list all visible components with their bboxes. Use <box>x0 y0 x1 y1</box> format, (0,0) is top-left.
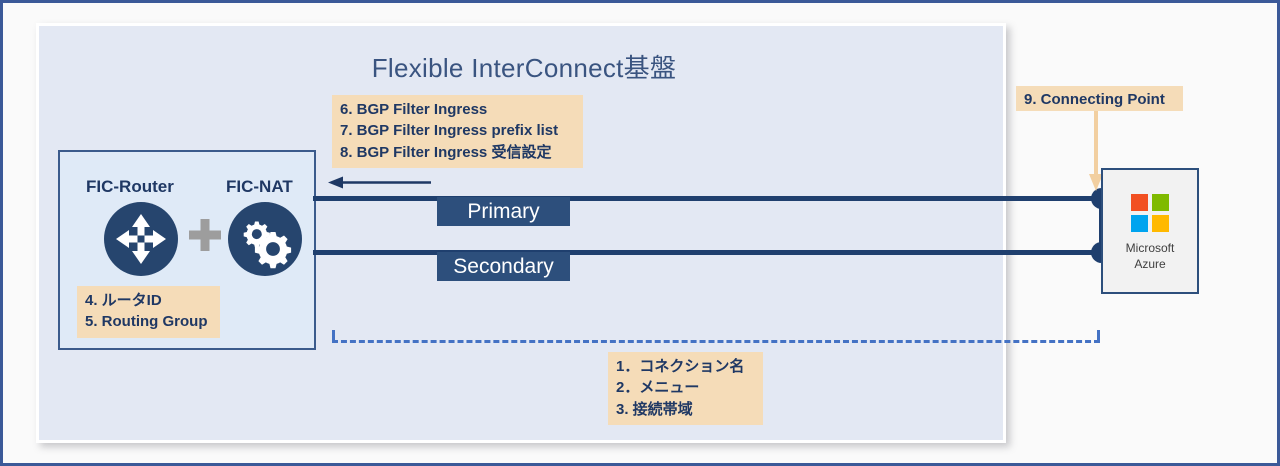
note-bgp-line-3: 8. BGP Filter Ingress 受信設定 <box>340 143 552 161</box>
four-way-arrows-icon <box>104 202 178 276</box>
connecting-point-arrow-icon <box>1089 111 1103 191</box>
azure-label: Microsoft Azure <box>1101 241 1199 273</box>
fic-router-label: FIC-Router <box>86 177 174 196</box>
microsoft-logo-square-bottom-left <box>1131 215 1148 232</box>
azure-label-line-2: Azure <box>1134 256 1166 271</box>
ingress-direction-arrow-icon <box>328 176 431 189</box>
plus-glyph <box>189 219 221 251</box>
note-router-config: 4. ルータID 5. Routing Group <box>77 286 220 338</box>
note-router-line-2: 5. Routing Group <box>85 313 208 331</box>
connection-scope-right-tick <box>1097 330 1100 341</box>
plus-icon <box>189 219 221 251</box>
azure-cloud-box <box>1101 168 1199 294</box>
microsoft-logo-square-top-left <box>1131 194 1148 211</box>
connecting-point-arrow-glyph <box>1089 111 1103 191</box>
connection-scope-left-tick <box>332 330 335 341</box>
fic-nat-label: FIC-NAT <box>226 177 293 196</box>
note-bgp-line-2: 7. BGP Filter Ingress prefix list <box>340 122 559 140</box>
note-connection-line-1: 1．コネクション名 <box>616 358 745 375</box>
note-connection-config: 1．コネクション名 2．メニュー 3. 接続帯域 <box>608 352 763 425</box>
secondary-label-chip: Secondary <box>437 252 570 281</box>
note-connecting-point: 9. Connecting Point <box>1016 86 1183 111</box>
four-way-arrows-glyph <box>116 214 166 264</box>
note-connection-line-2: 2．メニュー <box>616 379 700 397</box>
azure-label-line-1: Microsoft <box>1125 241 1175 255</box>
panel-title: Flexible InterConnect基盤 <box>371 53 677 83</box>
microsoft-logo-icon <box>1131 194 1169 232</box>
connection-scope-dashed-line <box>332 340 1100 343</box>
gears-glyph <box>243 221 292 269</box>
microsoft-logo-square-top-right <box>1152 194 1169 211</box>
ingress-arrow-glyph <box>328 176 431 189</box>
note-bgp-filter: 6. BGP Filter Ingress 7. BGP Filter Ingr… <box>332 95 583 168</box>
note-connection-line-3: 3. 接続帯域 <box>616 400 693 418</box>
primary-label-chip: Primary <box>437 197 570 226</box>
microsoft-logo-square-bottom-right <box>1152 215 1169 232</box>
secondary-link-line <box>313 250 1103 255</box>
note-router-line-1: 4. ルータID <box>85 292 162 309</box>
gears-icon <box>228 202 302 276</box>
note-bgp-line-1: 6. BGP Filter Ingress <box>340 101 488 118</box>
primary-link-line <box>313 196 1103 201</box>
